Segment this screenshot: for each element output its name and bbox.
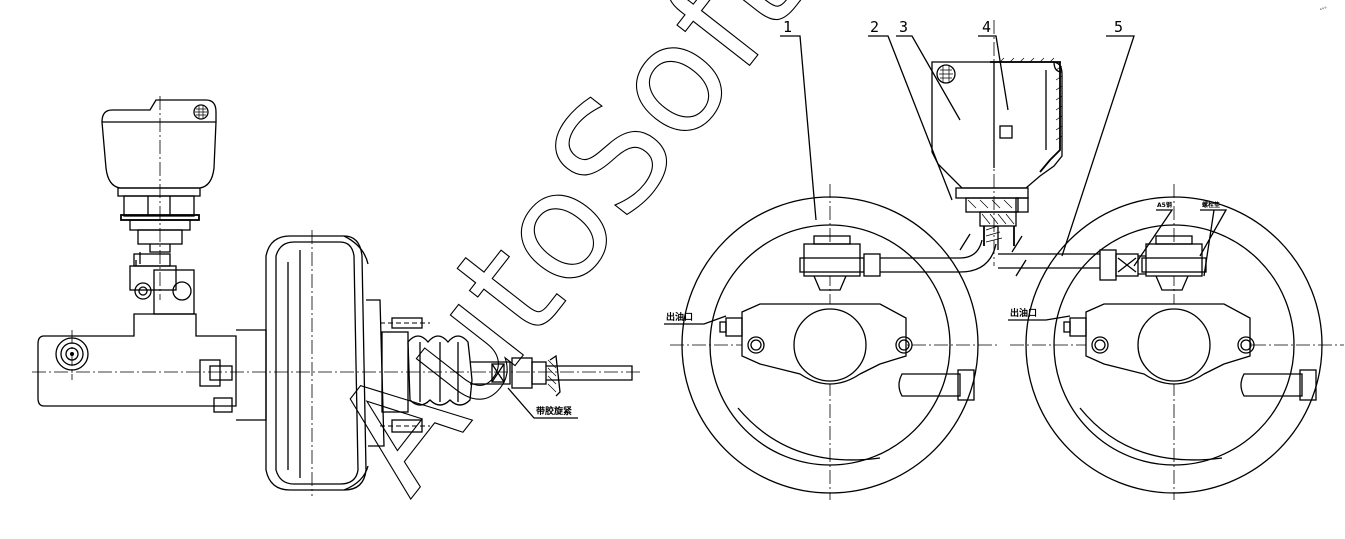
note-outlet-left: 出油口 xyxy=(666,311,693,323)
note-sleeve-clamp: 带胶旋紧 xyxy=(536,405,572,417)
callout-3: 3 xyxy=(899,18,908,36)
center-reservoir xyxy=(931,20,1063,266)
brake-pipe xyxy=(863,239,1146,281)
reservoir-cap-icon xyxy=(936,64,956,84)
note-small-a: A5钢 xyxy=(1157,201,1172,209)
top-view: 1 2 3 4 5 出油口 出油口 A5钢 螺栓垫 xyxy=(664,18,1344,500)
right-booster xyxy=(1010,184,1344,500)
side-view: 带胶旋紧 xyxy=(32,96,640,496)
watermark: AutoSoft xyxy=(301,0,835,522)
corner-mark: 。。。 xyxy=(1319,3,1330,12)
callout-2: 2 xyxy=(870,18,879,36)
callout-1: 1 xyxy=(783,18,792,36)
callout-5: 5 xyxy=(1114,18,1123,36)
left-booster xyxy=(670,184,1000,500)
side-fitting xyxy=(129,252,195,315)
side-reservoir xyxy=(101,99,217,253)
side-pushrod xyxy=(470,354,633,397)
reservoir-vent-icon xyxy=(193,104,209,120)
callouts: 1 2 3 4 5 xyxy=(780,18,1135,277)
callout-4: 4 xyxy=(982,18,991,36)
side-booster xyxy=(236,235,430,491)
side-master-cylinder xyxy=(37,313,237,413)
note-outlet-right: 出油口 xyxy=(1010,307,1037,319)
note-small-b: 螺栓垫 xyxy=(1202,201,1220,209)
